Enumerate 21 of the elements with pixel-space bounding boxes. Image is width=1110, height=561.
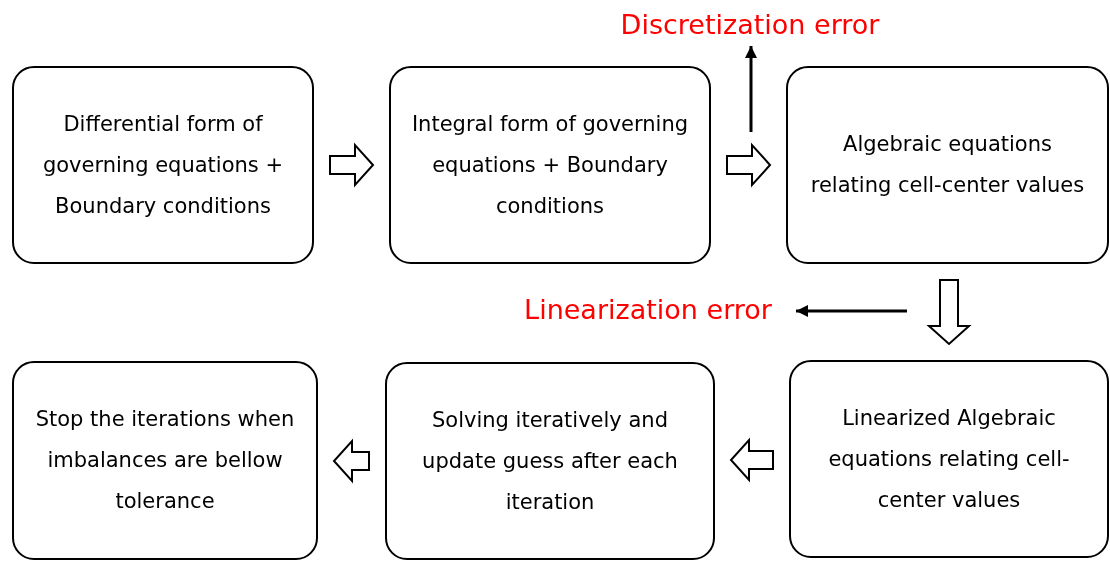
arrow	[796, 305, 907, 317]
process-box	[786, 66, 1109, 264]
process-box	[12, 66, 314, 264]
process-box	[385, 362, 715, 560]
process-box	[789, 360, 1109, 558]
block-arrow	[729, 437, 774, 483]
process-box	[12, 361, 318, 560]
block-arrow	[329, 142, 375, 188]
box-text: Differential form of governing equations + Boundary conditions	[41, 110, 285, 220]
error-label: Discretization error	[620, 8, 880, 40]
process-box	[389, 66, 711, 264]
block-arrow	[332, 438, 370, 484]
box-text: Stop the iterations when imbalances are bellow tolerance	[34, 406, 296, 515]
block-arrow	[926, 279, 972, 346]
box-text: Linearized Algebraic equations relating cell-center values	[827, 404, 1071, 514]
arrow	[745, 46, 757, 132]
box-text: Solving iteratively and update guess after each iteration	[421, 406, 679, 516]
error-label: Linearization error	[524, 293, 772, 325]
box-text: Integral form of governing equations + Boundary conditions	[410, 110, 690, 220]
box-text: Algebraic equations relating cell-center values	[809, 131, 1086, 199]
block-arrow	[726, 142, 772, 188]
